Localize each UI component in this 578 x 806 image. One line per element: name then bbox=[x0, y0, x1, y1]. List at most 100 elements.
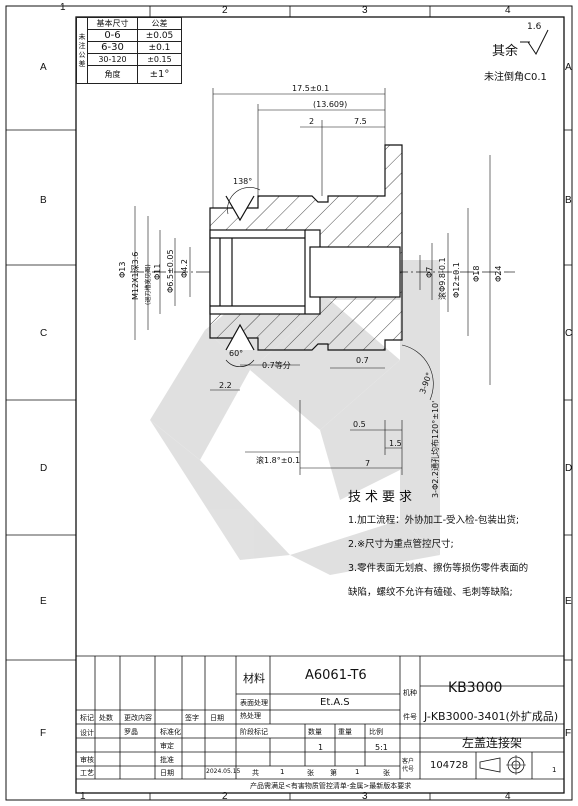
tb-part-name: 左盖连接架 bbox=[462, 736, 523, 750]
tb-model-label: 机种 bbox=[403, 689, 417, 697]
tb-surface-label: 表面处理 bbox=[240, 699, 268, 707]
tb-date: 2024.05.15 bbox=[206, 768, 241, 775]
roughness-value: 1.6 bbox=[527, 22, 542, 32]
tb-rev-header: 签字 bbox=[185, 714, 199, 722]
tolerance-cell: ±0.15 bbox=[136, 53, 183, 66]
tb-sheets-total-label: 共 bbox=[252, 769, 259, 777]
dim-total-length: 17.5±0.1 bbox=[292, 84, 330, 93]
tb-partno-label: 件号 bbox=[403, 713, 417, 721]
dim-len-2-2: 2.2 bbox=[219, 381, 232, 390]
dim-d4-2: Φ4.2 bbox=[180, 258, 189, 278]
tb-scale-label: 比例 bbox=[369, 728, 383, 736]
dim-len-1-5: 1.5 bbox=[389, 439, 402, 448]
dim-d11: Φ11 bbox=[153, 263, 162, 280]
dim-len-7: 7 bbox=[365, 459, 371, 468]
tolerance-cell: ±0.05 bbox=[136, 29, 183, 42]
zone-right-B: B bbox=[565, 195, 572, 206]
tb-sheet-no-label: 第 bbox=[330, 769, 337, 777]
zone-left-A: A bbox=[40, 62, 47, 73]
zone-left-E: E bbox=[40, 596, 47, 607]
inner-border bbox=[75, 16, 565, 794]
dim-slots: 3-Φ2.2通孔均布120°±10' bbox=[431, 400, 440, 498]
tb-sheet-corner: 1 bbox=[552, 766, 557, 774]
tb-qty: 1 bbox=[318, 743, 324, 752]
tb-sheet-unit2: 张 bbox=[383, 769, 390, 777]
zone-left-D: D bbox=[40, 463, 48, 474]
tb-rev-header: 更改内容 bbox=[124, 714, 152, 722]
dim-d13: Φ13 bbox=[118, 261, 127, 278]
tolerance-cell: 角度 bbox=[87, 65, 138, 84]
tb-customer-code: 104728 bbox=[430, 760, 469, 771]
zone-top-4: 4 bbox=[505, 5, 511, 16]
dimension-lines bbox=[134, 88, 491, 475]
tb-weight-label: 重量 bbox=[338, 728, 352, 736]
dim-thread-sub: (退刀槽宽见图) bbox=[145, 264, 152, 305]
dim-angle-1-8: 滚1.8°±0.1 bbox=[256, 456, 301, 465]
tb-sheet-no: 1 bbox=[355, 768, 360, 776]
tb-standard-label: 标准化 bbox=[160, 728, 181, 736]
tb-material: A6061-T6 bbox=[305, 668, 367, 683]
tb-rev-header: 标记 bbox=[80, 714, 94, 722]
zone-top-2: 2 bbox=[222, 5, 228, 16]
dim-d9-8: 滚Φ9.8-0.1 bbox=[438, 257, 447, 300]
zone-right-F: F bbox=[565, 728, 572, 739]
tolerance-cell: 6-30 bbox=[87, 41, 138, 54]
tb-process-label: 工艺 bbox=[80, 769, 94, 777]
dim-len-7-5: 7.5 bbox=[354, 117, 367, 126]
tb-design-label: 设计 bbox=[80, 729, 94, 737]
outer-border bbox=[5, 5, 573, 801]
zone-left-C: C bbox=[40, 328, 48, 339]
title-block-grid bbox=[76, 655, 564, 780]
tb-qty-label: 数量 bbox=[308, 728, 322, 736]
zone-left-F: F bbox=[40, 728, 47, 739]
dim-len-0-5: 0.5 bbox=[353, 420, 366, 429]
zone-bottom-4: 4 bbox=[505, 791, 511, 802]
projection-symbol-icon bbox=[479, 755, 526, 775]
technical-requirements: 技术要求 1.加工流程：外协加工-受入检-包装出货; 2.※尺寸为重点管控尺寸;… bbox=[348, 487, 568, 605]
dim-angle-60: 60° bbox=[229, 349, 244, 358]
tb-ratify-label: 批准 bbox=[160, 756, 174, 764]
zone-top-3: 3 bbox=[362, 5, 368, 16]
tb-stage-label: 阶段标记 bbox=[240, 728, 268, 736]
tb-designer: 罗晶 bbox=[124, 728, 138, 736]
dim-angle-138: 138° bbox=[233, 177, 253, 186]
dim-len-0-7: 0.7 bbox=[356, 356, 369, 365]
tolerance-cell: ±1° bbox=[136, 65, 183, 84]
dim-thread: M12X1深3.6 bbox=[131, 251, 140, 300]
tb-date-label: 日期 bbox=[160, 769, 174, 777]
zone-top-1: 1 bbox=[60, 2, 66, 13]
remaining-label: 其余 bbox=[492, 44, 519, 59]
zone-bottom-2: 2 bbox=[222, 791, 228, 802]
zone-right-D: D bbox=[565, 463, 573, 474]
tb-rev-header: 处数 bbox=[99, 714, 113, 722]
dim-d7: Φ7 bbox=[425, 266, 434, 278]
zone-bottom-1: 1 bbox=[80, 791, 86, 802]
zone-right-C: C bbox=[565, 328, 573, 339]
chamfer-note: 未注倒角C0.1 bbox=[484, 72, 547, 83]
dim-d6-5: Φ6.5±0.05 bbox=[166, 249, 175, 293]
tb-check-label: 审核 bbox=[80, 756, 94, 764]
tech-req-title: 技术要求 bbox=[348, 490, 417, 505]
tolerance-cell: ±0.1 bbox=[136, 41, 183, 54]
tolerance-cell: 0-6 bbox=[87, 29, 138, 42]
tolerance-table: 未注公差 基本尺寸 公差 0-6±0.05 6-30±0.1 30-120±0.… bbox=[76, 17, 183, 84]
tb-surface: Et.A.S bbox=[320, 697, 350, 708]
part-section bbox=[209, 144, 403, 351]
tolerance-cell: 30-120 bbox=[87, 53, 138, 66]
roughness-symbol bbox=[520, 29, 549, 55]
tech-req-item: 3.零件表面无划痕、擦伤等损伤零件表面的 bbox=[348, 563, 529, 574]
zone-right-A: A bbox=[565, 62, 572, 73]
tb-footer: 产品需满足<有害物质管控清单-金属>最新版本要求 bbox=[250, 782, 412, 790]
tolerance-side-label: 未注公差 bbox=[76, 17, 88, 84]
dim-d12: Φ12±0.1 bbox=[452, 262, 461, 298]
zone-right-E: E bbox=[565, 596, 572, 607]
tb-model: KB3000 bbox=[448, 680, 503, 696]
tolerance-header-tol: 公差 bbox=[136, 17, 183, 30]
tb-partno: J-KB3000-3401(外扩成品) bbox=[424, 710, 559, 723]
tolerance-header-size: 基本尺寸 bbox=[87, 17, 138, 30]
tb-scale: 5:1 bbox=[375, 743, 388, 752]
tb-heat-label: 热处理 bbox=[240, 712, 261, 720]
dim-len-2: 2 bbox=[309, 117, 315, 126]
